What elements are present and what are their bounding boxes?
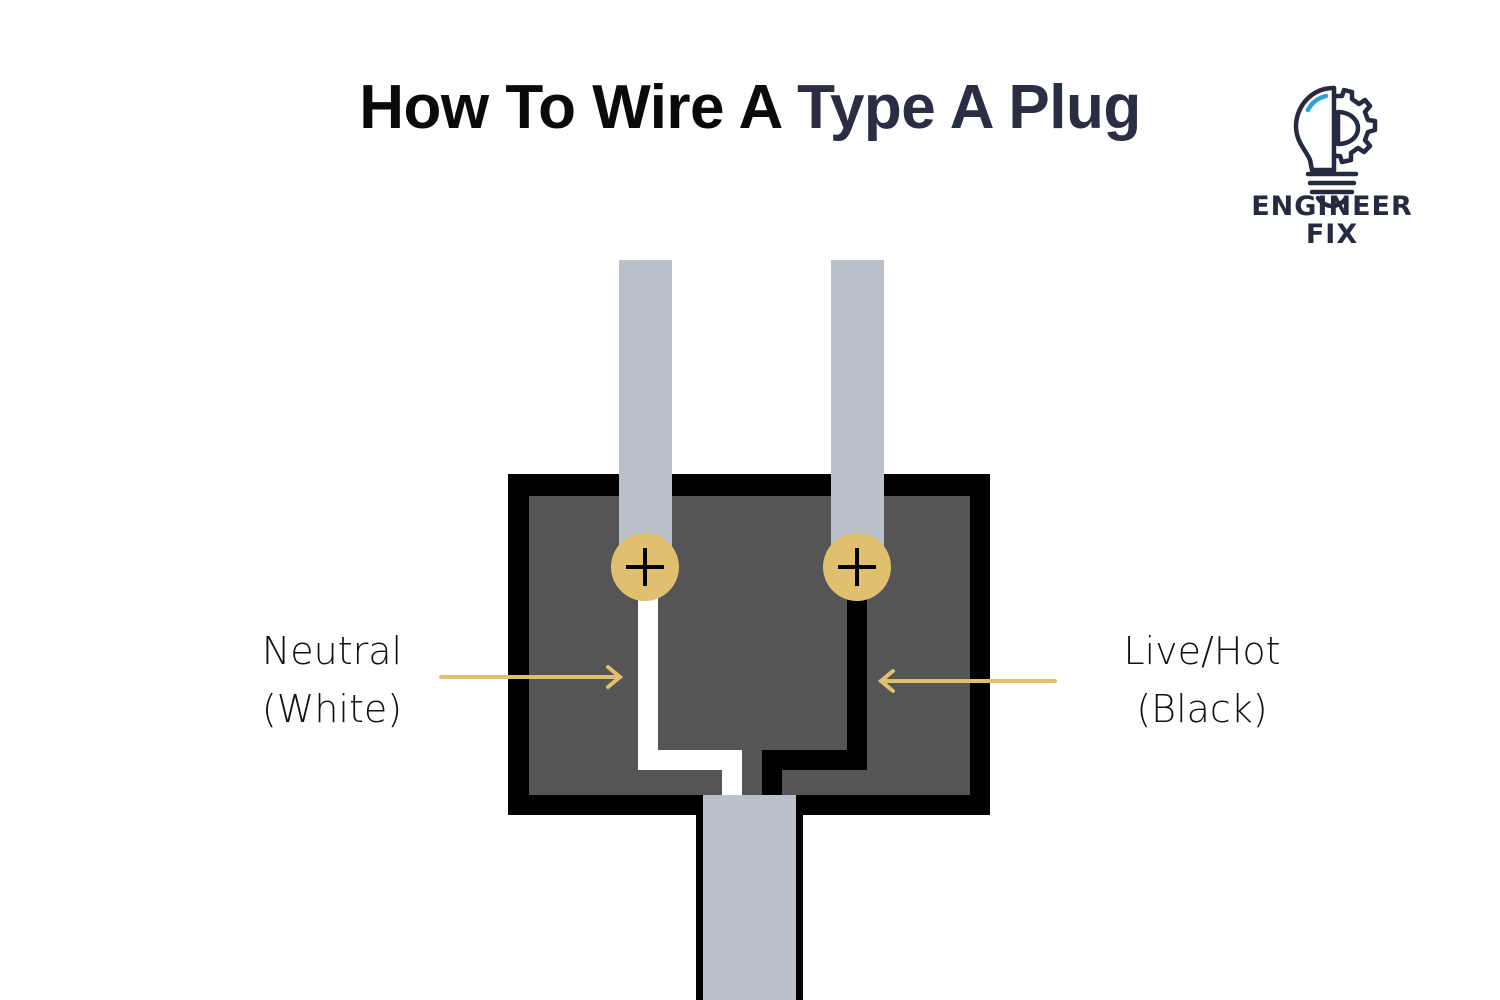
power-cord: [703, 795, 796, 1000]
logo-text-line1: ENGINEER: [1251, 191, 1413, 222]
neutral-label-line2: (White): [261, 687, 403, 731]
live-label-line2: (Black): [1136, 687, 1268, 731]
live-prong: [831, 260, 884, 567]
title-main: How To Wire A: [359, 73, 798, 142]
page-title: How To Wire A Type A Plug: [0, 72, 1500, 143]
live-label-line1: Live/Hot: [1123, 629, 1281, 673]
neutral-label: Neutral (White): [202, 622, 462, 738]
live-label: Live/Hot (Black): [1072, 622, 1332, 738]
live-screw: [823, 533, 891, 601]
neutral-prong: [619, 260, 672, 567]
live-wire: [762, 590, 867, 795]
neutral-label-line1: Neutral: [261, 629, 403, 673]
neutral-arrow: [439, 665, 624, 689]
plug-housing: [529, 496, 970, 795]
logo-text-line2: FIX: [1305, 219, 1359, 250]
lightbulb-gear-icon: [1293, 85, 1378, 209]
live-arrow: [877, 669, 1057, 693]
highlight-mark: [1305, 93, 1329, 113]
neutral-screw: [611, 533, 679, 601]
neutral-wire: [638, 590, 742, 795]
title-accent: Type A Plug: [797, 73, 1141, 142]
